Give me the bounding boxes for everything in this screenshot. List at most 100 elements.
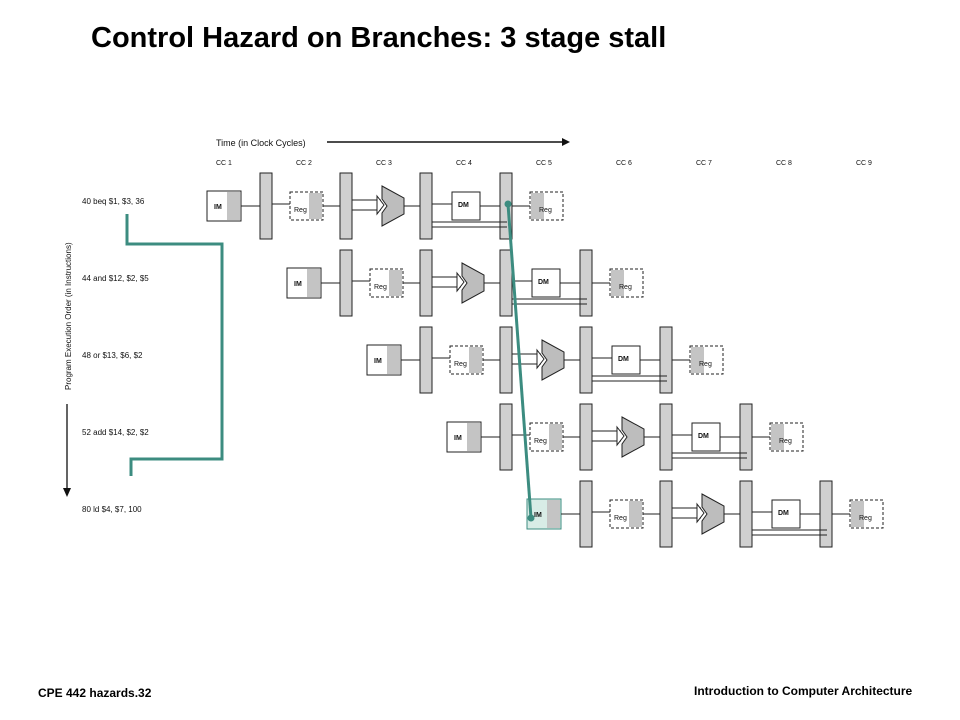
pipeline-register-bar [499,249,513,317]
branch-target-dot [527,514,535,522]
reg-write-label: Reg [539,207,552,214]
alu-shape [381,185,405,227]
im-label: IM [534,512,542,519]
pipeline-register-bar [659,326,673,394]
im-shade [307,269,320,297]
alu-arrowhead [376,194,385,216]
hazard-lines [125,200,535,522]
time-axis-label: Time (in Clock Cycles) [216,138,306,148]
pipeline-register-bar [499,403,513,471]
reg-read-label: Reg [294,207,307,214]
alu-shape [461,262,485,304]
pipeline-register-bar [659,480,673,548]
branch-resolution-line [506,203,533,519]
clock-cycle-label: CC 9 [856,160,872,167]
reg-write-label: Reg [699,361,712,368]
alu-shape [701,493,725,535]
reg-write-shade [611,270,624,296]
im-shade [547,500,560,528]
slide-title: Control Hazard on Branches: 3 stage stal… [91,22,667,54]
alu-shape [621,416,645,458]
pipeline-row: 44 and $12, $2, $5 IM Reg DM Reg [82,249,644,317]
clock-cycle-label: CC 7 [696,160,712,167]
reg-read-shade [629,501,642,527]
program-order-label: Program Execution Order (in Instructions… [64,242,73,390]
pipeline-register-bar [819,480,833,548]
im-shade [227,192,240,220]
im-label: IM [294,281,302,288]
dm-label: DM [618,356,629,363]
reg-read-shade [309,193,322,219]
pipeline-register-bar [659,403,673,471]
reg-write-shade [771,424,784,450]
reg-read-label: Reg [454,361,467,368]
reg-write-label: Reg [859,515,872,522]
clock-cycle-labels: CC 1 CC 2 CC 3 CC 4 CC 5 CC 6 CC 7 CC 8 CC 9 [216,160,872,167]
pipeline-register-bar [419,326,433,394]
clock-cycle-label: CC 6 [616,160,632,167]
dm-label: DM [778,510,789,517]
reg-write-shade [851,501,864,527]
footer-course-label: CPE 442 hazards.32 [38,686,152,700]
reg-write-label: Reg [779,438,792,445]
pipeline-register-bar [579,249,593,317]
reg-read-shade [549,424,562,450]
pipeline-register-bar [259,172,273,240]
clock-cycle-label: CC 4 [456,160,472,167]
pipeline-register-bar [579,480,593,548]
pipeline-register-bar [419,172,433,240]
clock-cycle-label: CC 8 [776,160,792,167]
alu-arrowhead [616,425,625,447]
pipeline-register-bar [499,326,513,394]
dm-label: DM [538,279,549,286]
instruction-label: 48 or $13, $6, $2 [82,351,143,360]
reg-read-label: Reg [614,515,627,522]
im-label: IM [454,435,462,442]
pipeline-register-bar [339,249,353,317]
pipeline-row: 40 beq $1, $3, 36 IM Reg DM Reg [82,172,564,240]
pipeline-row: 48 or $13, $6, $2 IM Reg DM Reg [82,326,724,394]
footer-course-title: Introduction to Computer Architecture [694,684,913,698]
clock-cycle-label: CC 5 [536,160,552,167]
dm-box [691,422,721,452]
instruction-label: 52 add $14, $2, $2 [82,428,149,437]
dm-label: DM [458,202,469,209]
reg-write-shade [691,347,704,373]
im-shade [387,346,400,374]
dm-box [531,268,561,298]
alu-arrowhead [696,502,705,524]
time-axis-arrowhead [562,138,570,146]
reg-read-label: Reg [534,438,547,445]
im-label: IM [374,358,382,365]
pipeline-row: 52 add $14, $2, $2 IM Reg DM Reg [82,403,804,471]
program-order-axis: Program Execution Order (in Instructions… [63,242,73,497]
pipeline-register-bar [579,326,593,394]
dm-label: DM [698,433,709,440]
clock-cycle-label: CC 3 [376,160,392,167]
reg-read-shade [469,347,482,373]
instruction-label: 40 beq $1, $3, 36 [82,197,145,206]
im-shade [467,423,480,451]
clock-cycle-label: CC 2 [296,160,312,167]
reg-read-shade [389,270,402,296]
reg-write-shade [531,193,544,219]
reg-read-label: Reg [374,284,387,291]
instruction-label: 44 and $12, $2, $5 [82,274,149,283]
pipeline-register-bar [339,172,353,240]
time-axis: Time (in Clock Cycles) [216,138,570,148]
clock-cycle-label: CC 1 [216,160,232,167]
pipeline-register-bar [579,403,593,471]
program-order-arrowhead [63,488,71,497]
pipeline-register-bar [419,249,433,317]
instruction-label: 80 ld $4, $7, 100 [82,505,142,514]
im-label: IM [214,204,222,211]
alu-arrowhead [456,271,465,293]
branch-resolution-dot [504,200,512,208]
reg-write-label: Reg [619,284,632,291]
alu-shape [541,339,565,381]
alu-arrowhead [536,348,545,370]
pipeline-register-bar [739,480,753,548]
